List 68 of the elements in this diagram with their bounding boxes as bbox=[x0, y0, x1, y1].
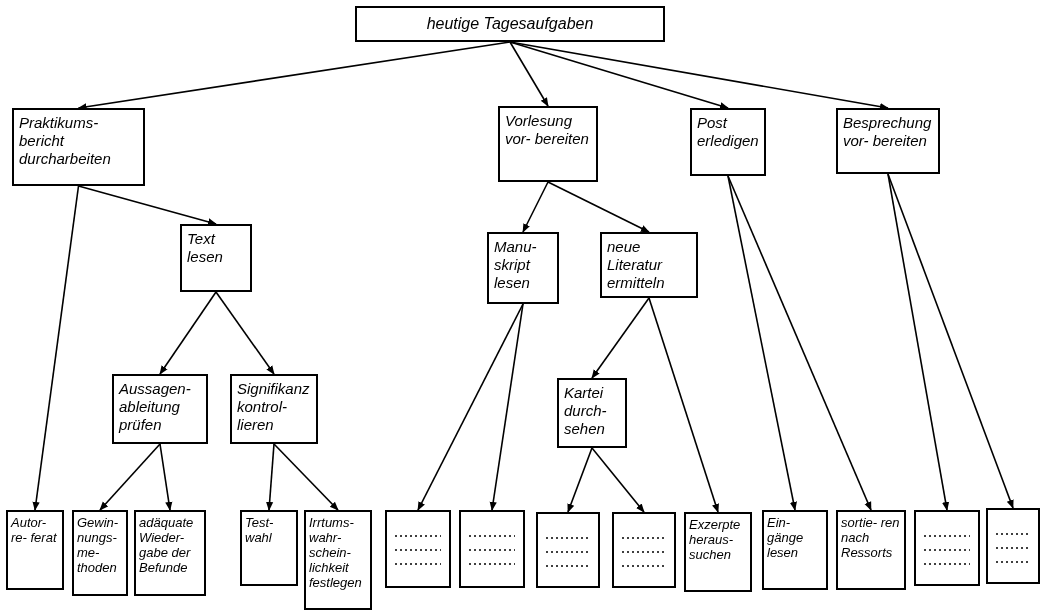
task-box bbox=[690, 108, 766, 176]
arrow bbox=[567, 447, 593, 513]
task-label: Ein- gänge lesen bbox=[767, 515, 805, 560]
task-label: Text lesen bbox=[187, 230, 224, 266]
task-box bbox=[836, 510, 906, 590]
task-label: Gewin- nungs- me- thoden bbox=[77, 515, 120, 575]
task-box bbox=[134, 510, 206, 596]
empty-task-box bbox=[459, 510, 525, 588]
arrow bbox=[32, 185, 80, 511]
task-label: adäquate Wieder- gabe der Befunde bbox=[139, 515, 195, 575]
task-label: heutige Tagesaufgaben bbox=[426, 14, 594, 34]
task-label: Exzerpte heraus- suchen bbox=[689, 517, 742, 562]
arrow bbox=[77, 41, 511, 111]
task-box bbox=[230, 374, 318, 444]
task-label: Signifikanz kontrol- lieren bbox=[237, 380, 311, 434]
arrow bbox=[509, 41, 729, 110]
arrow bbox=[266, 443, 275, 511]
task-label: Praktikums- bericht durcharbeiten bbox=[19, 114, 112, 168]
task-box bbox=[240, 510, 298, 586]
task-label: Besprechung vor- bereiten bbox=[843, 114, 933, 150]
arrow bbox=[887, 173, 950, 511]
task-label: Vorlesung vor- bereiten bbox=[505, 112, 590, 148]
task-label: neue Literatur ermitteln bbox=[607, 238, 666, 292]
arrow bbox=[509, 41, 549, 107]
task-box bbox=[304, 510, 372, 610]
task-box bbox=[684, 512, 752, 592]
task-box bbox=[487, 232, 559, 304]
empty-task-box bbox=[536, 512, 600, 588]
arrow bbox=[417, 303, 524, 511]
arrow bbox=[99, 443, 161, 511]
task-box bbox=[498, 106, 598, 182]
empty-task-box bbox=[986, 508, 1040, 584]
empty-task-box bbox=[612, 512, 676, 588]
arrow bbox=[591, 447, 645, 513]
task-box bbox=[180, 224, 252, 292]
task-label: Manu- skript lesen bbox=[494, 238, 538, 292]
arrow bbox=[591, 297, 650, 379]
task-label: Aussagen- ableitung prüfen bbox=[119, 380, 192, 434]
arrow bbox=[522, 181, 549, 233]
task-label: sortie- ren nach Ressorts bbox=[841, 515, 901, 560]
task-box bbox=[557, 378, 627, 448]
task-box bbox=[836, 108, 940, 174]
arrow bbox=[159, 291, 217, 375]
task-box bbox=[600, 232, 698, 298]
task-label: Irrtums- wahr- schein- lichkeit festlegen bbox=[309, 515, 363, 590]
task-box bbox=[762, 510, 828, 590]
arrow bbox=[727, 175, 797, 511]
task-label: Kartei durch- sehen bbox=[564, 384, 608, 438]
arrow bbox=[509, 41, 889, 111]
empty-task-box bbox=[385, 510, 451, 588]
arrow bbox=[273, 443, 339, 511]
task-label: Autor- re- ferat bbox=[11, 515, 58, 545]
task-box bbox=[12, 108, 145, 186]
arrow bbox=[77, 185, 217, 226]
arrow bbox=[489, 303, 524, 511]
empty-task-box bbox=[914, 510, 980, 586]
arrow bbox=[159, 443, 173, 511]
arrow bbox=[547, 181, 650, 233]
task-label: Test- wahl bbox=[245, 515, 275, 545]
task-box bbox=[112, 374, 208, 444]
task-box bbox=[6, 510, 64, 590]
arrow bbox=[887, 173, 1014, 509]
task-box bbox=[355, 6, 665, 42]
task-label: Post erledigen bbox=[697, 114, 759, 150]
arrow bbox=[648, 297, 719, 513]
arrow bbox=[215, 291, 275, 375]
task-box bbox=[72, 510, 128, 596]
arrow bbox=[727, 175, 872, 511]
